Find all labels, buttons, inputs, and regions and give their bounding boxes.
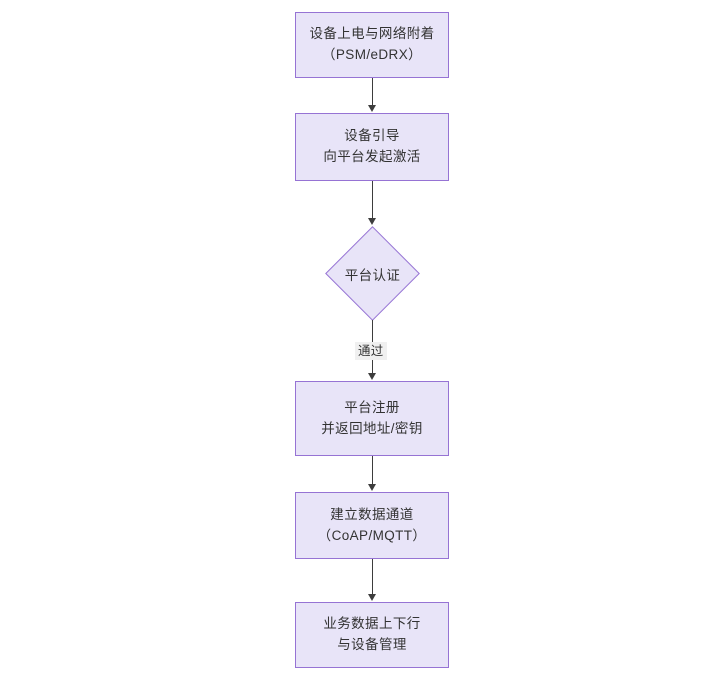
edge-label-pass: 通过: [355, 342, 387, 361]
node-platform-auth-label: 平台认证: [344, 268, 401, 283]
edge-register-to-data-channel-arrow: [367, 484, 376, 491]
edge-data-channel-to-business-arrow: [367, 594, 376, 601]
node-power-on-line1: 设备上电与网络附着: [309, 26, 435, 42]
node-business-data-line1: 业务数据上下行: [323, 616, 421, 632]
edge-register-to-data-channel-line: [371, 456, 373, 484]
node-power-on[interactable]: 设备上电与网络附着 （PSM/eDRX）: [295, 12, 449, 78]
edge-power-on-to-bootstrap-line: [371, 78, 373, 106]
node-data-channel[interactable]: 建立数据通道 （CoAP/MQTT）: [295, 492, 449, 559]
node-platform-register[interactable]: 平台注册 并返回地址/密钥: [295, 381, 449, 456]
edge-power-on-to-bootstrap-arrow: [367, 105, 376, 112]
node-business-data[interactable]: 业务数据上下行 与设备管理: [295, 602, 449, 668]
node-power-on-line2: （PSM/eDRX）: [321, 47, 423, 62]
edge-platform-auth-to-register-arrow: [367, 373, 376, 380]
node-business-data-line2: 与设备管理: [337, 637, 407, 652]
edge-data-channel-to-business-line: [371, 559, 373, 595]
node-bootstrap-line2: 向平台发起激活: [323, 149, 421, 164]
node-platform-register-line1: 平台注册: [344, 399, 400, 415]
node-bootstrap-line1: 设备引导: [344, 128, 400, 144]
node-data-channel-line2: （CoAP/MQTT）: [317, 527, 427, 543]
node-data-channel-line1: 建立数据通道: [330, 506, 414, 522]
edge-bootstrap-to-platform-auth-arrow: [367, 218, 376, 225]
node-bootstrap[interactable]: 设备引导 向平台发起激活: [295, 113, 449, 181]
edge-bootstrap-to-platform-auth-line: [371, 181, 373, 219]
node-platform-register-line2: 并返回地址/密钥: [321, 420, 423, 436]
